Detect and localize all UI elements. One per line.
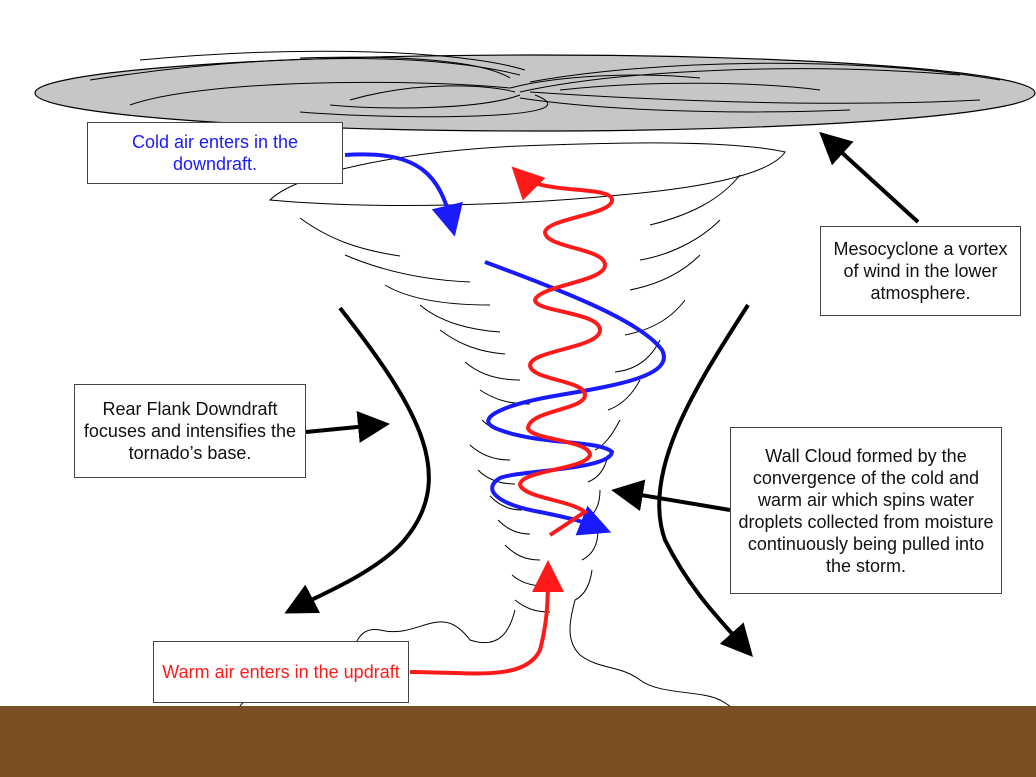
mesocyclone-cloud [34, 50, 1036, 132]
cold-air-text: Cold air enters in the downdraft. [131, 132, 299, 174]
cold-air-label: Cold air enters in the downdraft. [87, 122, 343, 184]
right-flank-flow-arrow [657, 303, 753, 657]
wall-cloud-label: Wall Cloud formed by the convergence of … [730, 427, 1002, 594]
mesocyclone-text: Mesocyclone a vortex of wind in the lowe… [833, 239, 1008, 303]
warm-air-text: Warm air enters in the updraft [162, 662, 400, 682]
rear-flank-text: Rear Flank Downdraft focuses and intensi… [83, 399, 297, 463]
left-flank-flow-arrow [284, 306, 431, 614]
wall-cloud-text: Wall Cloud formed by the convergence of … [738, 445, 994, 576]
mesocyclone-pointer-arrow [819, 131, 920, 224]
mesocyclone-label: Mesocyclone a vortex of wind in the lowe… [820, 226, 1021, 316]
cold-air-spiral [484, 260, 666, 536]
tornado-funnel [239, 142, 786, 707]
warm-air-label: Warm air enters in the updraft [153, 641, 409, 703]
rear-flank-pointer-arrow [305, 411, 390, 443]
warm-air-spiral [511, 166, 615, 537]
wall-cloud-pointer-arrow [611, 479, 731, 512]
rear-flank-downdraft-label: Rear Flank Downdraft focuses and intensi… [74, 384, 306, 478]
ground [0, 706, 1036, 777]
cold-air-downdraft-arrow [344, 152, 463, 237]
warm-air-inflow-arrow [409, 560, 564, 676]
